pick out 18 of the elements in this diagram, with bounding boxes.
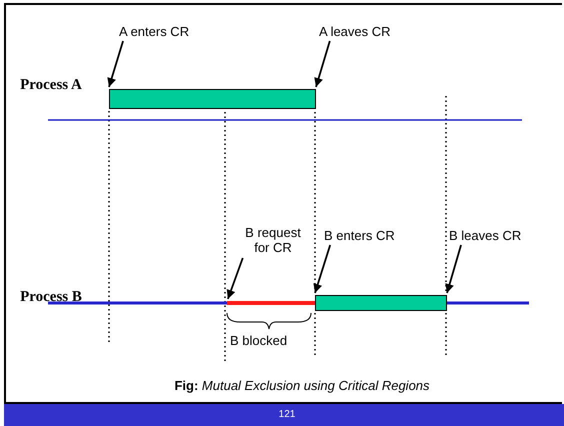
event-label: A enters CR bbox=[119, 24, 209, 40]
blocked-label: B blocked bbox=[230, 333, 288, 348]
blocked-segment bbox=[227, 301, 315, 305]
event-label: B leaves CR bbox=[449, 228, 535, 244]
critical-region-bar bbox=[315, 295, 447, 311]
arrow bbox=[226, 258, 244, 300]
event-label: B request for CR bbox=[237, 225, 309, 257]
arrow bbox=[314, 40, 331, 88]
event-label: A leaves CR bbox=[319, 24, 409, 40]
arrow bbox=[445, 244, 462, 294]
page-number: 121 bbox=[278, 409, 296, 420]
arrow bbox=[313, 244, 332, 294]
process-label: Process A bbox=[20, 76, 82, 95]
critical-region-bar bbox=[109, 89, 316, 109]
process-label: Process B bbox=[20, 288, 82, 307]
arrow bbox=[107, 40, 124, 88]
event-label: B enters CR bbox=[324, 228, 412, 244]
figure-caption: Fig: Mutual Exclusion using Critical Regions bbox=[173, 378, 431, 393]
